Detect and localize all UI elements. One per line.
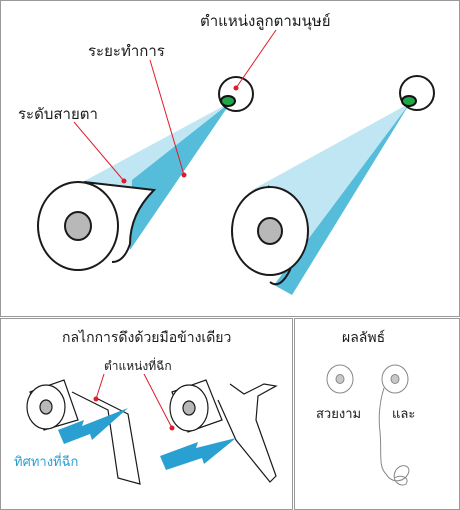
scene-right: [231, 75, 435, 295]
tear-arrow-right: [160, 438, 236, 470]
pointer-dot-tear-right: [169, 425, 175, 431]
scene-left: [37, 29, 277, 271]
pointer-dot-level: [121, 178, 127, 184]
pupil-left: [220, 95, 236, 107]
roll-end-core-right: [182, 400, 196, 416]
working-range-beam-right: [274, 103, 410, 295]
mechanism-title: กลไกการดึงด้วยมือข้างเดียว: [62, 329, 231, 346]
pointer-tear-right: [143, 373, 173, 429]
label-eye-level: ระดับสายตา: [18, 105, 98, 123]
pupil-right: [401, 95, 417, 107]
label-and: และ: [392, 407, 415, 422]
result-messy-trail: [378, 387, 410, 486]
hanging-sheet-right: [217, 383, 278, 483]
working-range-beam: [130, 102, 231, 250]
tear-roll-left: [26, 379, 141, 485]
pointer-eye-position: [235, 29, 277, 89]
roll-end-core-left: [39, 399, 53, 415]
result-roll-messy-core: [390, 374, 400, 384]
roll-core-right: [257, 217, 283, 245]
tear-arrow-left: [58, 408, 128, 444]
tear-roll-right: [160, 379, 278, 483]
pointer-working-range: [149, 59, 185, 176]
label-tear-direction: ทิศทางที่ฉีก: [14, 453, 78, 470]
pointer-dot-tear-left: [93, 396, 99, 402]
label-eye-position: ตำแหน่งลูกตามนุษย์: [200, 12, 331, 31]
label-working-range: ระยะทำการ: [88, 42, 165, 60]
label-tear-point: ตำแหน่งที่ฉีก: [104, 357, 172, 373]
result-roll-tidy-core: [335, 374, 345, 384]
roll-core-left: [64, 211, 92, 241]
pointer-dot-eye: [233, 85, 239, 91]
label-beautiful: สวยงาม: [316, 407, 361, 422]
result-title: ผลลัพธ์: [342, 329, 385, 346]
pointer-eye-level: [73, 121, 125, 182]
hanging-sheet-left: [71, 391, 141, 485]
pointer-tear-left: [95, 373, 105, 400]
pointer-dot-working: [181, 172, 187, 178]
